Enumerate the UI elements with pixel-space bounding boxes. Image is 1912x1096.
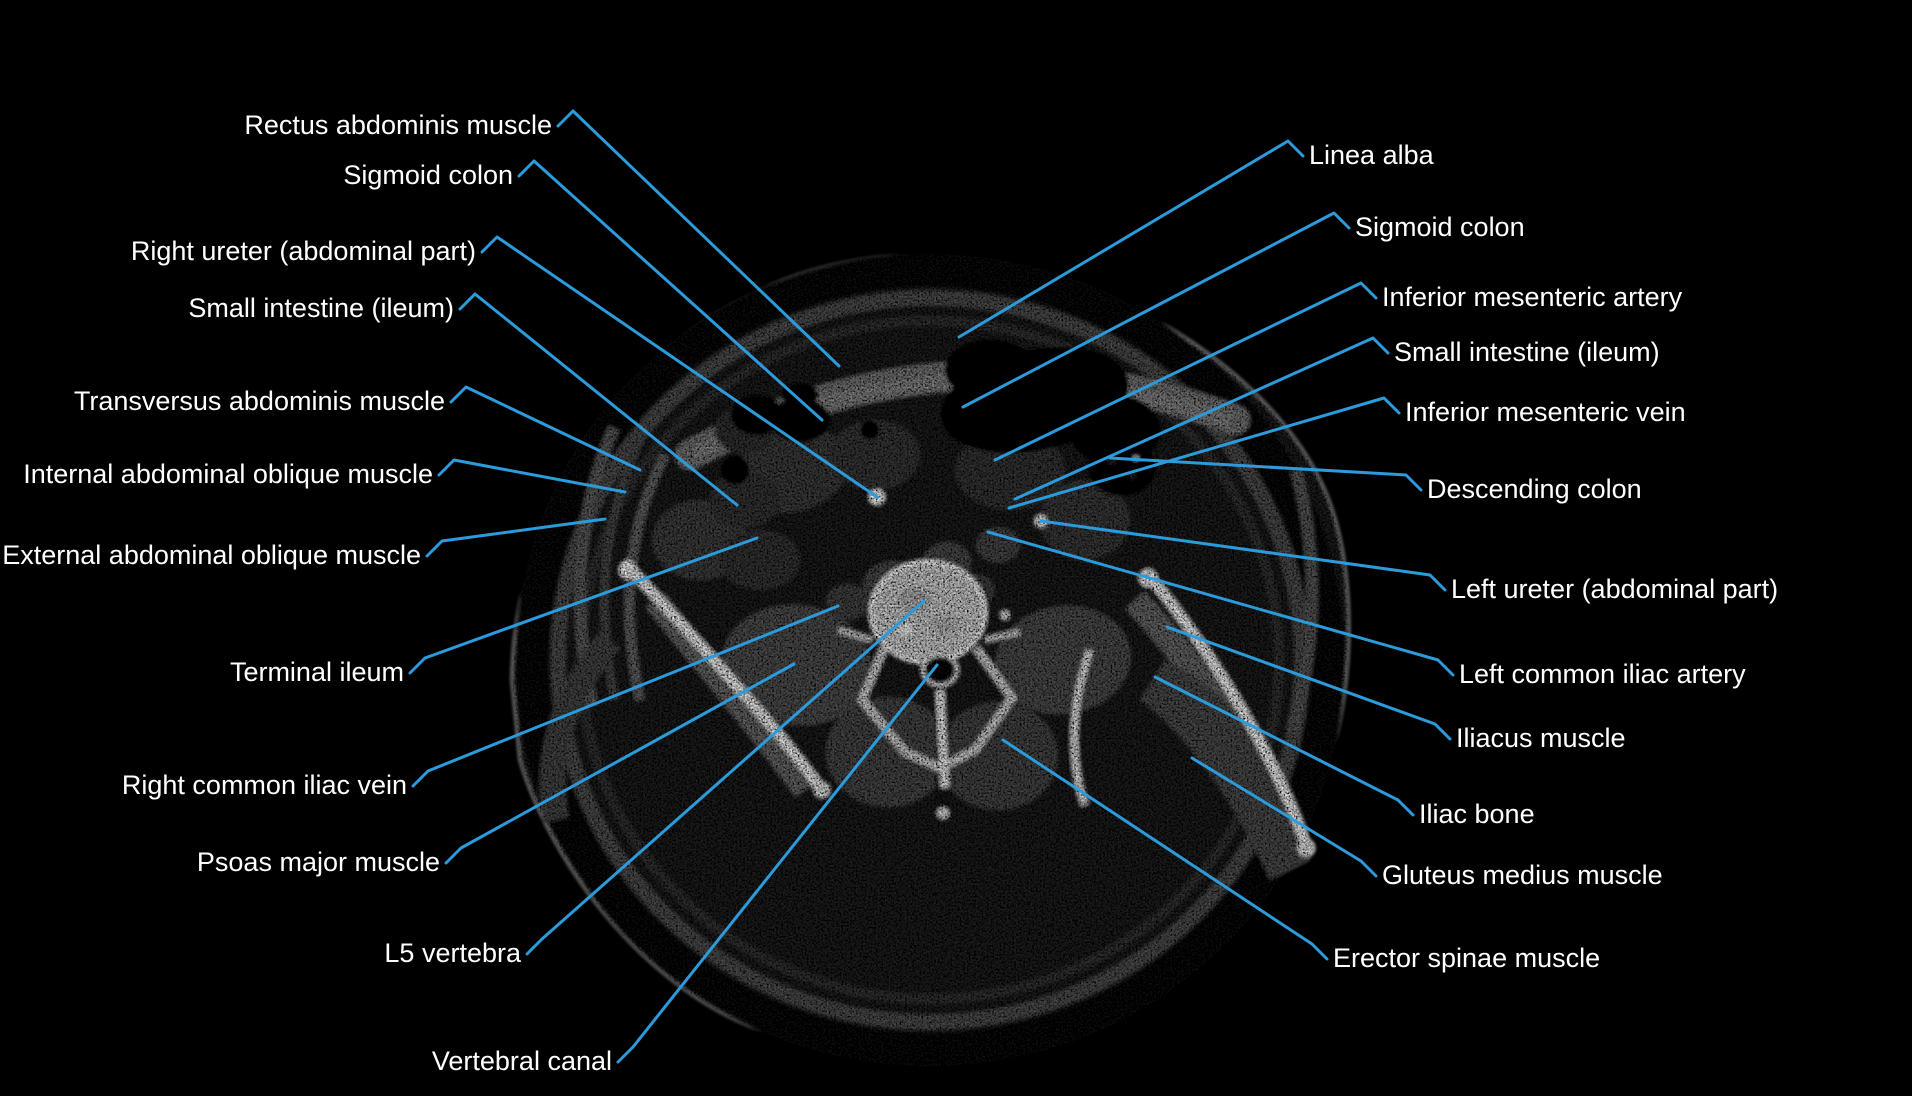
anatomy-label: Vertebral canal xyxy=(432,1046,612,1076)
anatomy-label: Inferior mesenteric artery xyxy=(1382,282,1683,312)
leader-line xyxy=(986,530,1455,677)
ct-slice-image xyxy=(510,253,1350,1067)
leader-line xyxy=(616,663,939,1064)
leader-line xyxy=(1190,756,1378,878)
leader-line xyxy=(961,211,1351,409)
leader-line xyxy=(556,109,841,368)
leader-line xyxy=(449,385,642,472)
leader-line xyxy=(437,458,627,494)
anatomy-label: Terminal ileum xyxy=(230,657,404,687)
anatomy-label: Descending colon xyxy=(1427,474,1642,504)
anatomy-label: Transversus abdominis muscle xyxy=(74,386,445,416)
anatomy-label: Gluteus medius muscle xyxy=(1382,860,1663,890)
leader-line xyxy=(1007,396,1401,510)
anatomy-label: L5 vertebra xyxy=(384,938,522,968)
leader-line xyxy=(517,159,824,422)
anatomy-label: Linea alba xyxy=(1309,140,1435,170)
anatomy-label: Internal abdominal oblique muscle xyxy=(23,459,433,489)
leader-line xyxy=(408,536,759,675)
anatomy-label: Iliac bone xyxy=(1419,799,1535,829)
anatomy-label: Erector spinae muscle xyxy=(1333,943,1600,973)
anatomy-label: External abdominal oblique muscle xyxy=(2,540,421,570)
leader-line xyxy=(411,604,840,788)
anatomy-label: Sigmoid colon xyxy=(343,160,513,190)
leader-line xyxy=(425,517,607,558)
anatomy-label: Small intestine (ileum) xyxy=(188,293,454,323)
leader-line xyxy=(993,281,1378,462)
leader-line xyxy=(525,599,926,956)
anatomy-label: Inferior mesenteric vein xyxy=(1405,397,1686,427)
leader-line xyxy=(458,292,739,507)
anatomy-label: Left ureter (abdominal part) xyxy=(1451,574,1778,604)
leader-line xyxy=(1013,336,1390,501)
leader-line xyxy=(1165,625,1452,741)
leader-line xyxy=(444,662,796,865)
anatomy-label: Small intestine (ileum) xyxy=(1394,337,1660,367)
leader-line xyxy=(957,139,1305,339)
anatomy-label: Rectus abdominis muscle xyxy=(244,110,552,140)
leader-line xyxy=(1108,456,1423,492)
anatomy-label: Right ureter (abdominal part) xyxy=(131,236,476,266)
leader-line xyxy=(1039,519,1447,592)
anatomy-label: Sigmoid colon xyxy=(1355,212,1525,242)
anatomy-label: Iliacus muscle xyxy=(1456,723,1626,753)
leader-line xyxy=(1001,738,1329,961)
leader-line xyxy=(480,235,879,499)
anatomy-label: Psoas major muscle xyxy=(197,847,440,877)
anatomy-label: Left common iliac artery xyxy=(1459,659,1746,689)
anatomy-label: Right common iliac vein xyxy=(122,770,407,800)
leader-line xyxy=(1153,675,1415,817)
